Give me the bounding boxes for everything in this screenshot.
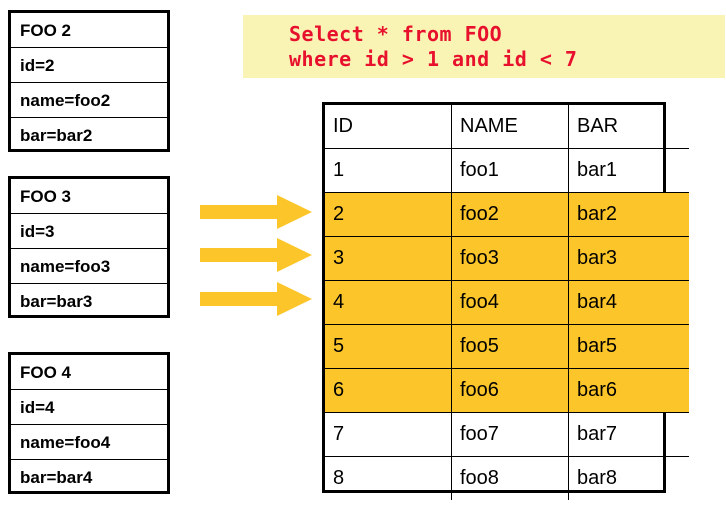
record-title: FOO 2 bbox=[11, 13, 167, 48]
record-foo-3: FOO 3 id=3 name=foo3 bar=bar3 bbox=[8, 176, 170, 318]
record-foo-2: FOO 2 id=2 name=foo2 bar=bar2 bbox=[8, 10, 170, 152]
cell-id: 7 bbox=[325, 412, 452, 457]
table-row-highlighted: 3 foo3 bar3 bbox=[325, 236, 689, 281]
cell-name: foo2 bbox=[451, 192, 569, 237]
sql-line-select: Select * from FOO bbox=[289, 22, 503, 46]
cell-name: foo6 bbox=[451, 368, 569, 413]
cell-id: 8 bbox=[325, 456, 452, 500]
cell-id: 5 bbox=[325, 324, 452, 369]
flow-arrow-3 bbox=[200, 282, 312, 316]
right-arrow-icon bbox=[200, 195, 312, 229]
record-title: FOO 4 bbox=[11, 355, 167, 390]
table-row-highlighted: 2 foo2 bar2 bbox=[325, 192, 689, 237]
flow-arrow-1 bbox=[200, 195, 312, 229]
record-field-id: id=2 bbox=[11, 48, 167, 83]
cell-name: foo3 bbox=[451, 236, 569, 281]
column-header-name: NAME bbox=[451, 105, 569, 149]
cell-name: foo8 bbox=[451, 456, 569, 500]
cell-name: foo7 bbox=[451, 412, 569, 457]
cell-id: 4 bbox=[325, 280, 452, 325]
column-header-id: ID bbox=[325, 105, 452, 149]
record-field-name: name=foo4 bbox=[11, 425, 167, 460]
table-row: 1 foo1 bar1 bbox=[325, 148, 689, 193]
flow-arrow-2 bbox=[200, 238, 312, 272]
right-arrow-icon bbox=[200, 282, 312, 316]
cell-id: 2 bbox=[325, 192, 452, 237]
table-row-highlighted: 5 foo5 bar5 bbox=[325, 324, 689, 369]
cell-bar: bar3 bbox=[568, 236, 689, 281]
cell-bar: bar6 bbox=[568, 368, 689, 413]
record-field-id: id=3 bbox=[11, 214, 167, 249]
sql-query-callout: Select * from FOO where id > 1 and id < … bbox=[243, 15, 725, 78]
record-field-bar: bar=bar4 bbox=[20, 468, 93, 487]
record-field-bar: bar=bar2 bbox=[20, 126, 93, 145]
cell-name: foo1 bbox=[451, 148, 569, 193]
cell-bar: bar5 bbox=[568, 324, 689, 369]
table-row: 7 foo7 bar7 bbox=[325, 412, 689, 457]
cell-name: foo5 bbox=[451, 324, 569, 369]
cell-id: 6 bbox=[325, 368, 452, 413]
cell-bar: bar7 bbox=[568, 412, 689, 457]
cell-bar: bar4 bbox=[568, 280, 689, 325]
record-field-bar: bar=bar3 bbox=[20, 292, 93, 311]
record-foo-4: FOO 4 id=4 name=foo4 bar=bar4 bbox=[8, 352, 170, 494]
cell-id: 1 bbox=[325, 148, 452, 193]
cell-bar: bar2 bbox=[568, 192, 689, 237]
record-title: FOO 3 bbox=[11, 179, 167, 214]
column-header-bar: BAR bbox=[568, 105, 689, 149]
table-row: 8 foo8 bar8 bbox=[325, 456, 689, 500]
cell-bar: bar8 bbox=[577, 467, 618, 489]
table-row-highlighted: 6 foo6 bar6 bbox=[325, 368, 689, 413]
right-arrow-icon bbox=[200, 238, 312, 272]
table-header-row: ID NAME BAR bbox=[325, 105, 689, 149]
cell-id: 3 bbox=[325, 236, 452, 281]
sql-line-where: where id > 1 and id < 7 bbox=[289, 47, 578, 71]
record-field-name: name=foo2 bbox=[11, 83, 167, 118]
record-field-name: name=foo3 bbox=[11, 249, 167, 284]
table-row-highlighted: 4 foo4 bar4 bbox=[325, 280, 689, 325]
cell-name: foo4 bbox=[451, 280, 569, 325]
query-result-table: ID NAME BAR 1 foo1 bar1 2 foo2 bar2 3 fo… bbox=[322, 102, 689, 500]
record-field-id: id=4 bbox=[11, 390, 167, 425]
cell-bar: bar1 bbox=[568, 148, 689, 193]
